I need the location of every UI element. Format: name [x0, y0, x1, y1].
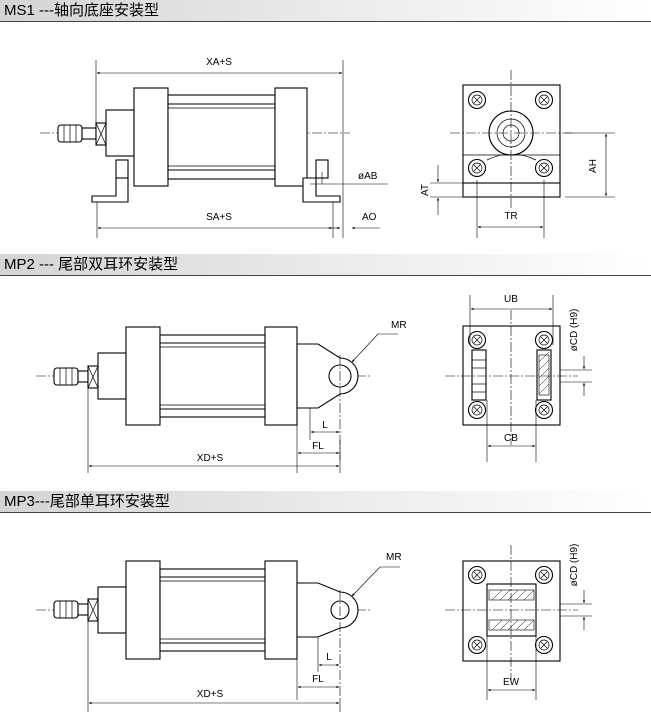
- dim-xd-s-mp3: XD+S: [197, 689, 224, 700]
- section-header-ms1: MS1 ---轴向底座安装型: [0, 0, 651, 22]
- mp3-end-view: [445, 545, 592, 700]
- dim-l: L: [322, 420, 328, 431]
- dim-ew: EW: [503, 677, 520, 688]
- mp3-side-view: [36, 560, 400, 712]
- dim-tr: TR: [504, 211, 517, 222]
- dim-cd: øCD (H9): [569, 309, 580, 352]
- dim-ub: UB: [504, 294, 518, 305]
- dim-xa-s: XA+S: [206, 57, 232, 68]
- label-mr: MR: [391, 320, 407, 331]
- section-divider: [0, 275, 651, 276]
- dim-l-mp3: L: [326, 652, 332, 663]
- dim-ab: øAB: [358, 171, 378, 182]
- section-title-mp2: MP2 --- 尾部双耳环安装型: [4, 256, 179, 273]
- section-title-ms1: MS1 ---轴向底座安装型: [4, 2, 159, 19]
- dim-ah: AH: [588, 159, 599, 173]
- dim-cb: CB: [504, 433, 518, 444]
- ms1-side-view: [40, 60, 388, 238]
- dim-fl-mp3: FL: [312, 674, 324, 685]
- section-header-mp2: MP2 --- 尾部双耳环安装型: [0, 254, 651, 276]
- dim-xd-s: XD+S: [197, 453, 224, 464]
- mp2-side-view: [36, 326, 398, 473]
- dim-at: AT: [420, 184, 431, 196]
- dim-fl: FL: [312, 441, 324, 452]
- label-mr-mp3: MR: [386, 552, 402, 563]
- dim-sa-s: SA+S: [206, 212, 232, 223]
- mp2-end-view: [445, 295, 592, 462]
- section-divider: [0, 21, 651, 22]
- section-title-mp3: MP3---尾部单耳环安装型: [4, 493, 170, 510]
- ms1-end-view: [430, 70, 615, 238]
- section-divider: [0, 512, 651, 513]
- section-header-mp3: MP3---尾部单耳环安装型: [0, 491, 651, 513]
- dim-cd-mp3: øCD (H9): [569, 544, 580, 587]
- dim-ao: AO: [362, 212, 377, 223]
